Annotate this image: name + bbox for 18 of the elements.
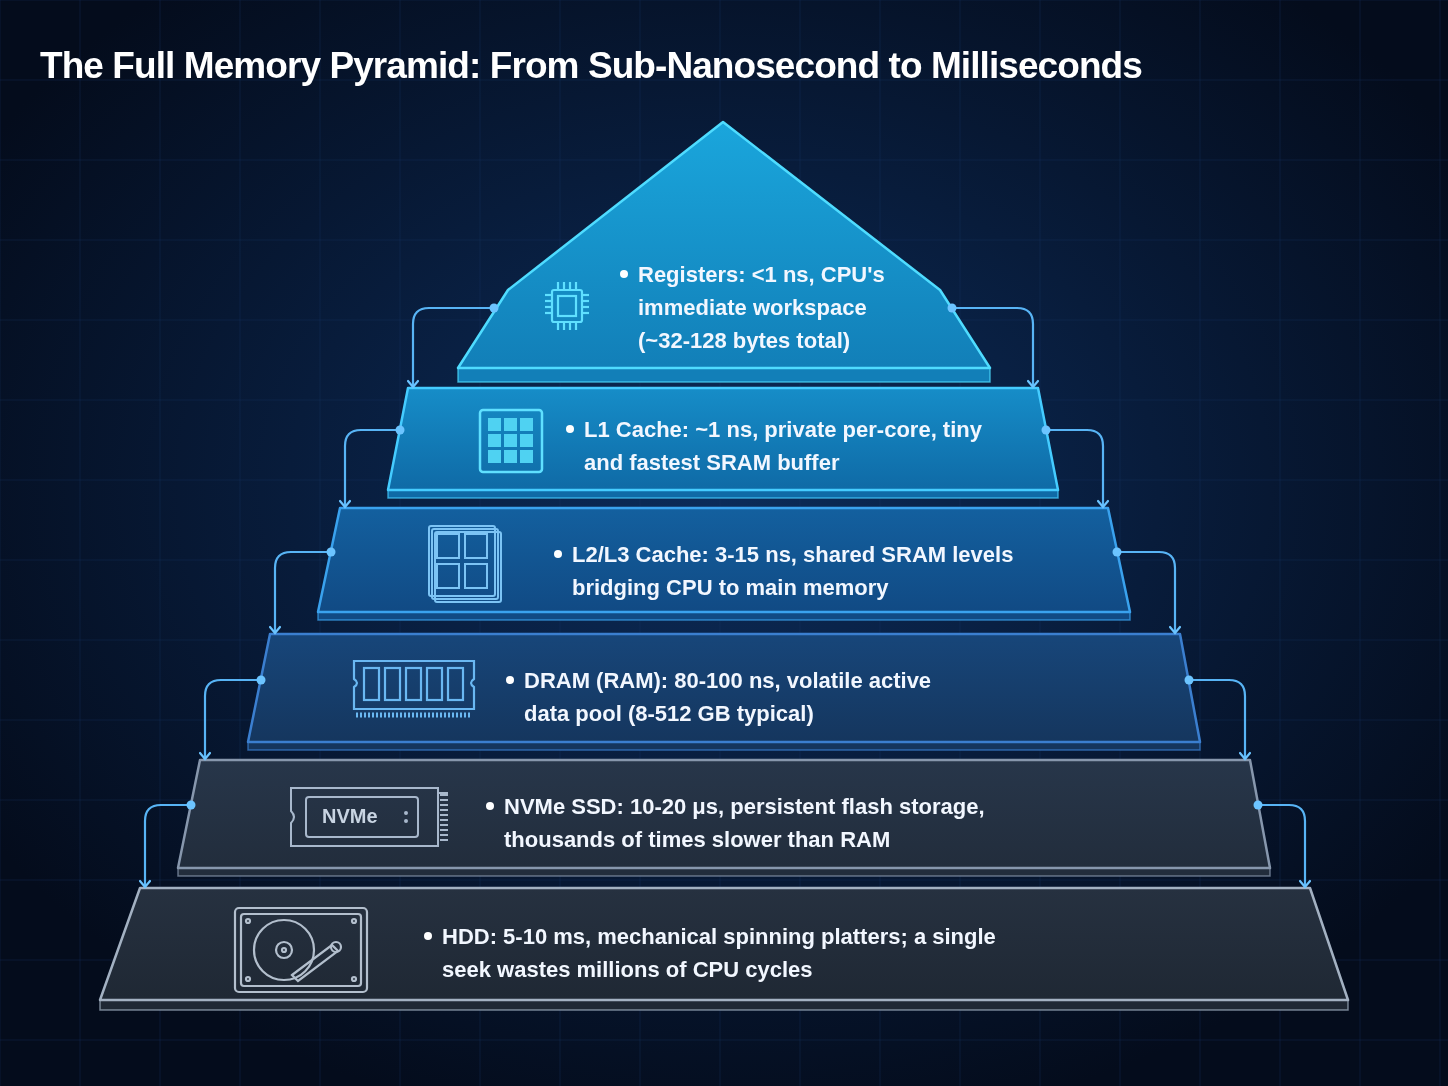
tier-description: NVMe SSD: 10-20 μs, persistent flash storage, thousands of times slower than RAM xyxy=(504,793,986,854)
tier-description: L1 Cache: ~1 ns, private per-core, tiny and fastest SRAM buffer xyxy=(584,416,983,477)
flow-arrow xyxy=(406,303,499,389)
flow-arrow xyxy=(138,800,196,889)
tier-description: HDD: 5-10 ms, mechanical spinning platters; a single seek wastes millions of CPU cycles xyxy=(442,923,997,984)
flow-arrow xyxy=(947,303,1040,389)
flow-arrow xyxy=(198,675,266,761)
flow-arrow xyxy=(1184,675,1252,761)
flow-arrow xyxy=(1041,425,1110,509)
tier-description: DRAM (RAM): 80-100 ns, volatile active data pool (8-512 GB typical) xyxy=(524,667,933,728)
icon-label: NVMe xyxy=(322,804,378,828)
flow-arrow xyxy=(338,425,405,509)
flow-arrow xyxy=(1253,800,1312,889)
title: The Full Memory Pyramid: From Sub-Nanosecond to Milliseconds xyxy=(40,44,1142,88)
flow-arrow xyxy=(268,547,336,635)
flow-arrow xyxy=(1112,547,1182,635)
tier-description: Registers: <1 ns, CPU's immediate workspace (~32-128 bytes total) xyxy=(638,261,886,355)
tier-description: L2/L3 Cache: 3-15 ns, shared SRAM levels bridging CPU to main memory xyxy=(572,541,1014,602)
